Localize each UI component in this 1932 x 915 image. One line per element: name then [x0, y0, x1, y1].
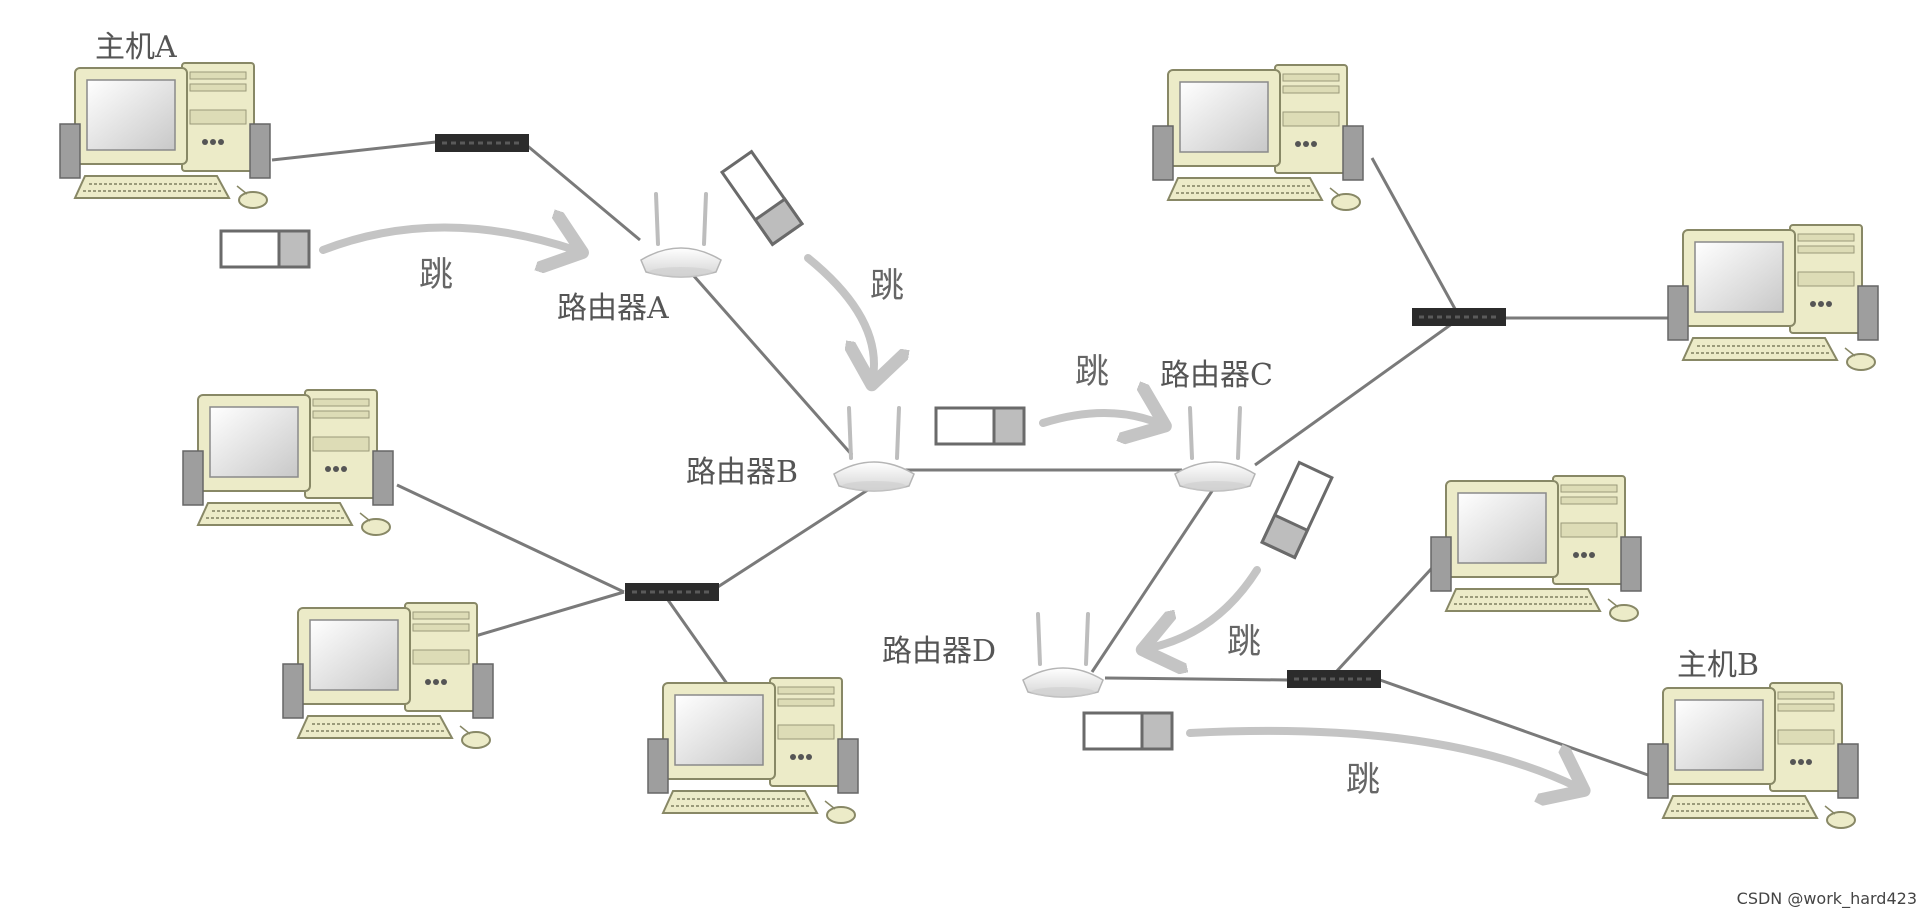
hop-label-5: 跳: [1346, 760, 1380, 800]
link-routerc-routerd: [1090, 481, 1220, 673]
hop-label-2: 跳: [870, 266, 904, 306]
router-d: [1021, 612, 1105, 699]
link-hosta-switch1: [271, 140, 437, 162]
packet-3: [934, 406, 1026, 446]
link-switch1-routera: [523, 141, 641, 242]
computer-host-b: [1647, 682, 1859, 829]
switch-right-bottom: [1286, 669, 1382, 689]
computer-left-middle: [182, 389, 394, 536]
router-a: [639, 192, 723, 279]
link-switch2-pc3: [666, 599, 732, 689]
hop-label-3: 跳: [1075, 352, 1109, 392]
switch-right-top: [1411, 307, 1507, 327]
link-routerc-switch3: [1254, 316, 1461, 467]
computer-left-bottom: [282, 602, 494, 749]
packet-1: [219, 229, 311, 269]
label-router-a: 路由器A: [557, 291, 669, 326]
hop-arrows: [319, 228, 1577, 788]
packet-5: [1082, 711, 1174, 751]
link-switch2-pc1: [396, 483, 625, 594]
computer-host-a: [59, 62, 271, 209]
link-switch3-pc4: [1370, 157, 1462, 319]
link-switch4-hostb: [1379, 678, 1649, 777]
switch-bottom-left: [624, 582, 720, 602]
link-switch2-pc2: [471, 590, 625, 639]
packet-4: [1260, 461, 1334, 559]
computer-right-upper: [1667, 224, 1879, 371]
computer-right-lower: [1430, 475, 1642, 622]
hop-arrow-5: [1186, 726, 1577, 787]
link-switch4-pc6: [1334, 566, 1434, 674]
packet-2: [720, 150, 804, 246]
hop-arrow-3: [1039, 413, 1158, 423]
computer-right-top: [1152, 64, 1364, 211]
label-router-b: 路由器B: [686, 455, 798, 490]
link-routera-routerb: [691, 274, 854, 456]
computer-center-bottom: [647, 677, 859, 824]
hop-arrow-4: [1150, 566, 1261, 648]
network-links: [271, 140, 1672, 777]
label-router-c: 路由器C: [1160, 358, 1273, 393]
hop-arrow-2: [804, 254, 874, 377]
hop-label-1: 跳: [419, 255, 453, 295]
watermark: CSDN @work_hard423: [1737, 889, 1917, 909]
switch-top-left: [434, 133, 530, 153]
router-c: [1173, 406, 1257, 493]
link-routerb-switch2: [709, 480, 881, 594]
label-router-d: 路由器D: [882, 634, 996, 669]
hop-arrow-1: [319, 228, 575, 251]
label-host-a: 主机A: [95, 30, 177, 65]
hop-label-4: 跳: [1227, 622, 1261, 662]
link-routerd-switch4: [1104, 676, 1289, 682]
label-host-b: 主机B: [1677, 648, 1759, 683]
